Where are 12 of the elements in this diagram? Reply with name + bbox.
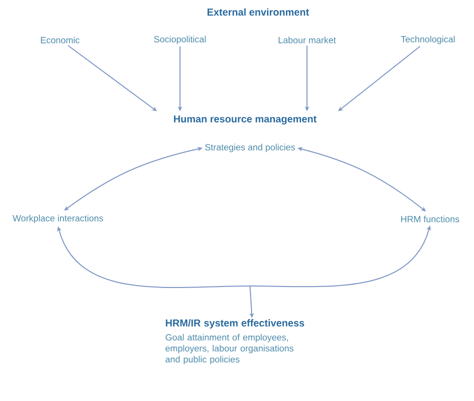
factor-label: Sociopolitical [154, 36, 206, 44]
factor-label: Labour market [278, 36, 336, 44]
arrow [68, 45, 157, 112]
factor-label: Strategies and policies [205, 144, 295, 152]
heading: External environment [208, 8, 309, 16]
heading: Human resource management [174, 115, 317, 124]
result-text: HRM/IR system effectiveness Goal attainment of employees, employers, labour organisations and public policies [166, 319, 304, 364]
factor-label: HRM functions [401, 216, 460, 222]
factor-label: Workplace interactions [12, 214, 104, 224]
arrow [338, 46, 420, 112]
factor-label: Economic [40, 36, 80, 44]
factor-label: Technological [400, 36, 455, 44]
